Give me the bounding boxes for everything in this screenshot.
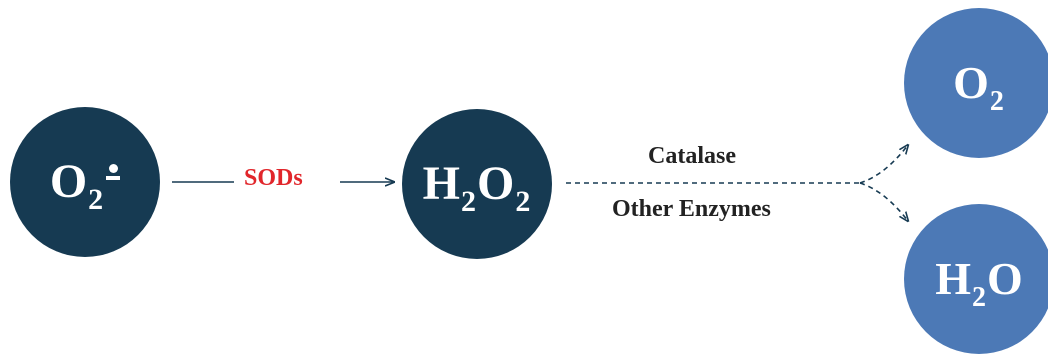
oxygen-node: O 2 — [904, 8, 1048, 158]
h2o2-base-o: O — [477, 157, 515, 210]
o2-base: O — [953, 57, 989, 108]
dashed-arrow-to-o2 — [859, 145, 908, 184]
water-node: H 2 O — [904, 204, 1048, 354]
oxygen-formula: O 2 — [953, 57, 1005, 116]
dashed-arrow-to-h2o — [859, 182, 908, 221]
hydrogen-peroxide-formula: H 2 O 2 — [422, 157, 532, 217]
superoxide-formula: O 2 — [49, 155, 121, 215]
water-formula: H 2 O — [935, 253, 1023, 312]
h2o2-sub-h: 2 — [461, 185, 476, 218]
superoxide-node: O 2 — [10, 107, 160, 257]
h2o2-sub-o: 2 — [515, 185, 531, 218]
superoxide-subscript: 2 — [88, 183, 104, 216]
catalase-label: Catalase — [648, 143, 736, 169]
radical-dot-icon — [108, 164, 118, 173]
o2-subscript: 2 — [989, 86, 1004, 117]
superoxide-base: O — [49, 155, 88, 208]
h2o-sub-h: 2 — [972, 282, 986, 313]
hydrogen-peroxide-node: H 2 O 2 — [402, 109, 552, 259]
other-enzymes-label: Other Enzymes — [612, 196, 771, 222]
negative-charge-icon — [106, 176, 121, 180]
radical-anion-icon — [106, 164, 121, 180]
h2o2-base-h: H — [422, 157, 460, 210]
h2o-base-o: O — [987, 253, 1023, 304]
h2o-base-h: H — [935, 253, 971, 304]
sods-label: SODs — [244, 165, 303, 191]
